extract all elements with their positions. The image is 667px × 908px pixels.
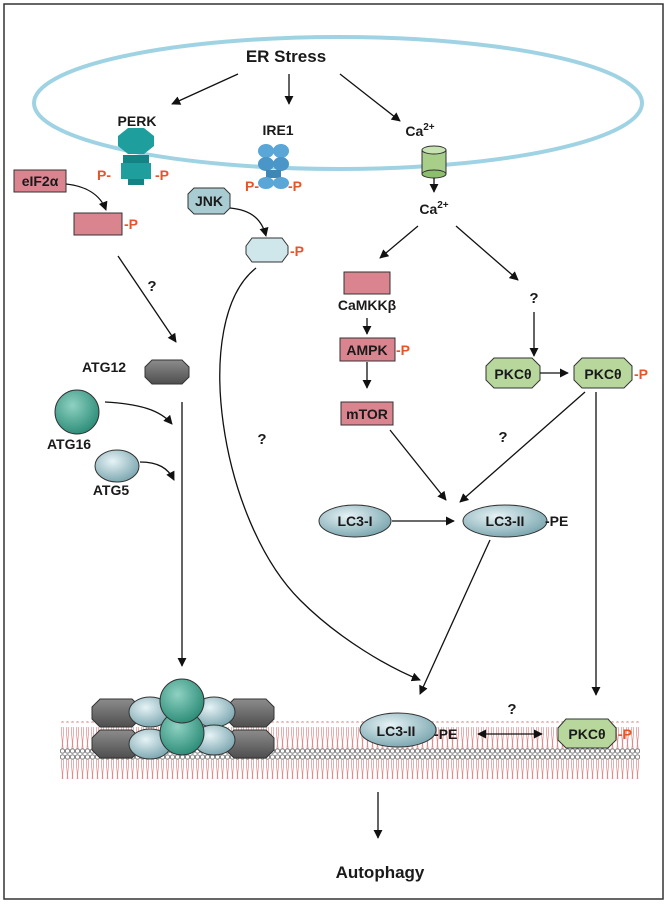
atg16-label: ATG16 [47, 436, 91, 452]
ire1-phospho-left: P- [245, 178, 259, 194]
arrow-er-to-perk [171, 73, 239, 105]
lc3ii-pe-label: -PE [545, 513, 568, 529]
membrane-pkc-node [557, 718, 617, 749]
figure-frame [3, 3, 664, 900]
ampk-box [339, 337, 396, 362]
pkc-label-1: PKCθ [494, 366, 531, 382]
er-stress-label: ER Stress [246, 47, 326, 66]
eif2a-p-label: -P [124, 216, 138, 232]
camkkb-box [343, 271, 391, 295]
perk-label: PERK [118, 113, 157, 129]
arrow-atg5 [139, 461, 175, 481]
arrow-atg16 [104, 401, 173, 425]
arrow-jnk-phos [229, 207, 269, 237]
autophagosome-complex-icon [91, 678, 275, 760]
arrow-pkc-to-lc3ii [459, 391, 586, 503]
pkc-node-1 [485, 357, 541, 389]
arrow-jnk-to-membrane [219, 267, 421, 682]
membrane-lc3ii-label: LC3-II [377, 723, 416, 739]
membrane-lc3ii-pe-label: -PE [434, 726, 457, 742]
jnk-p-node [245, 237, 289, 263]
jnk-label: JNK [195, 193, 223, 209]
atg5-label: ATG5 [93, 482, 130, 498]
eif2a-box [13, 169, 67, 193]
arrow-ca-to-camkk [379, 225, 419, 259]
question-eif2a: ? [147, 278, 156, 295]
perk-phospho-right: -P [155, 167, 169, 183]
autophagy-label: Autophagy [336, 863, 425, 882]
pkc2-p-label: -P [634, 366, 648, 382]
lc3ii-ellipse [462, 504, 548, 538]
question-jnk: ? [257, 431, 266, 448]
ire1-phospho-right: -P [288, 178, 302, 194]
eif2a-label: eIF2α [22, 173, 59, 189]
lc3i-ellipse [318, 504, 392, 538]
perk-receptor-icon [118, 128, 154, 185]
eif2a-p-box [73, 212, 123, 236]
membrane-pkc-label: PKCθ [568, 726, 605, 742]
arrow-mtor-to-lc3ii [389, 429, 447, 501]
atg12-label: ATG12 [82, 359, 126, 375]
question-lc3-pkc: ? [507, 701, 516, 718]
atg12-node [144, 359, 190, 385]
pkc-label-2: PKCθ [584, 366, 621, 382]
ampk-label: AMPK [346, 342, 387, 358]
er-membrane-ring [32, 35, 644, 171]
atg16-ball [54, 389, 100, 435]
question-pkc-lc3: ? [498, 429, 507, 446]
camkkb-label: CaMKKβ [338, 297, 397, 313]
pkc-node-2 [573, 357, 633, 389]
ca-top-label: Ca2+ [405, 122, 434, 139]
membrane-pkc-p-label: -P [618, 726, 632, 742]
arrow-ca-to-pkc-q [455, 225, 519, 281]
lc3i-label: LC3-I [338, 513, 373, 529]
membrane-lc3ii-ellipse [359, 712, 437, 748]
arrow-lc3ii-to-membrane [419, 539, 491, 695]
perk-phospho-left: P- [97, 167, 111, 183]
arrow-eif2a-phos [65, 183, 108, 211]
jnk-p-label: -P [290, 243, 304, 259]
question-ca-pkc: ? [529, 290, 538, 307]
ampk-p-label: -P [396, 342, 410, 358]
arrow-er-to-ca [339, 73, 401, 122]
ire1-receptor-icon [258, 144, 289, 189]
arrow-eif2a-to-atg12 [117, 255, 177, 343]
atg5-ball [94, 449, 140, 483]
mtor-label: mTOR [346, 406, 388, 422]
calcium-channel-icon [421, 145, 447, 179]
mtor-box [340, 401, 394, 426]
lc3ii-label: LC3-II [486, 513, 525, 529]
ire1-label: IRE1 [262, 122, 293, 138]
ca-mid-label: Ca2+ [419, 200, 448, 217]
